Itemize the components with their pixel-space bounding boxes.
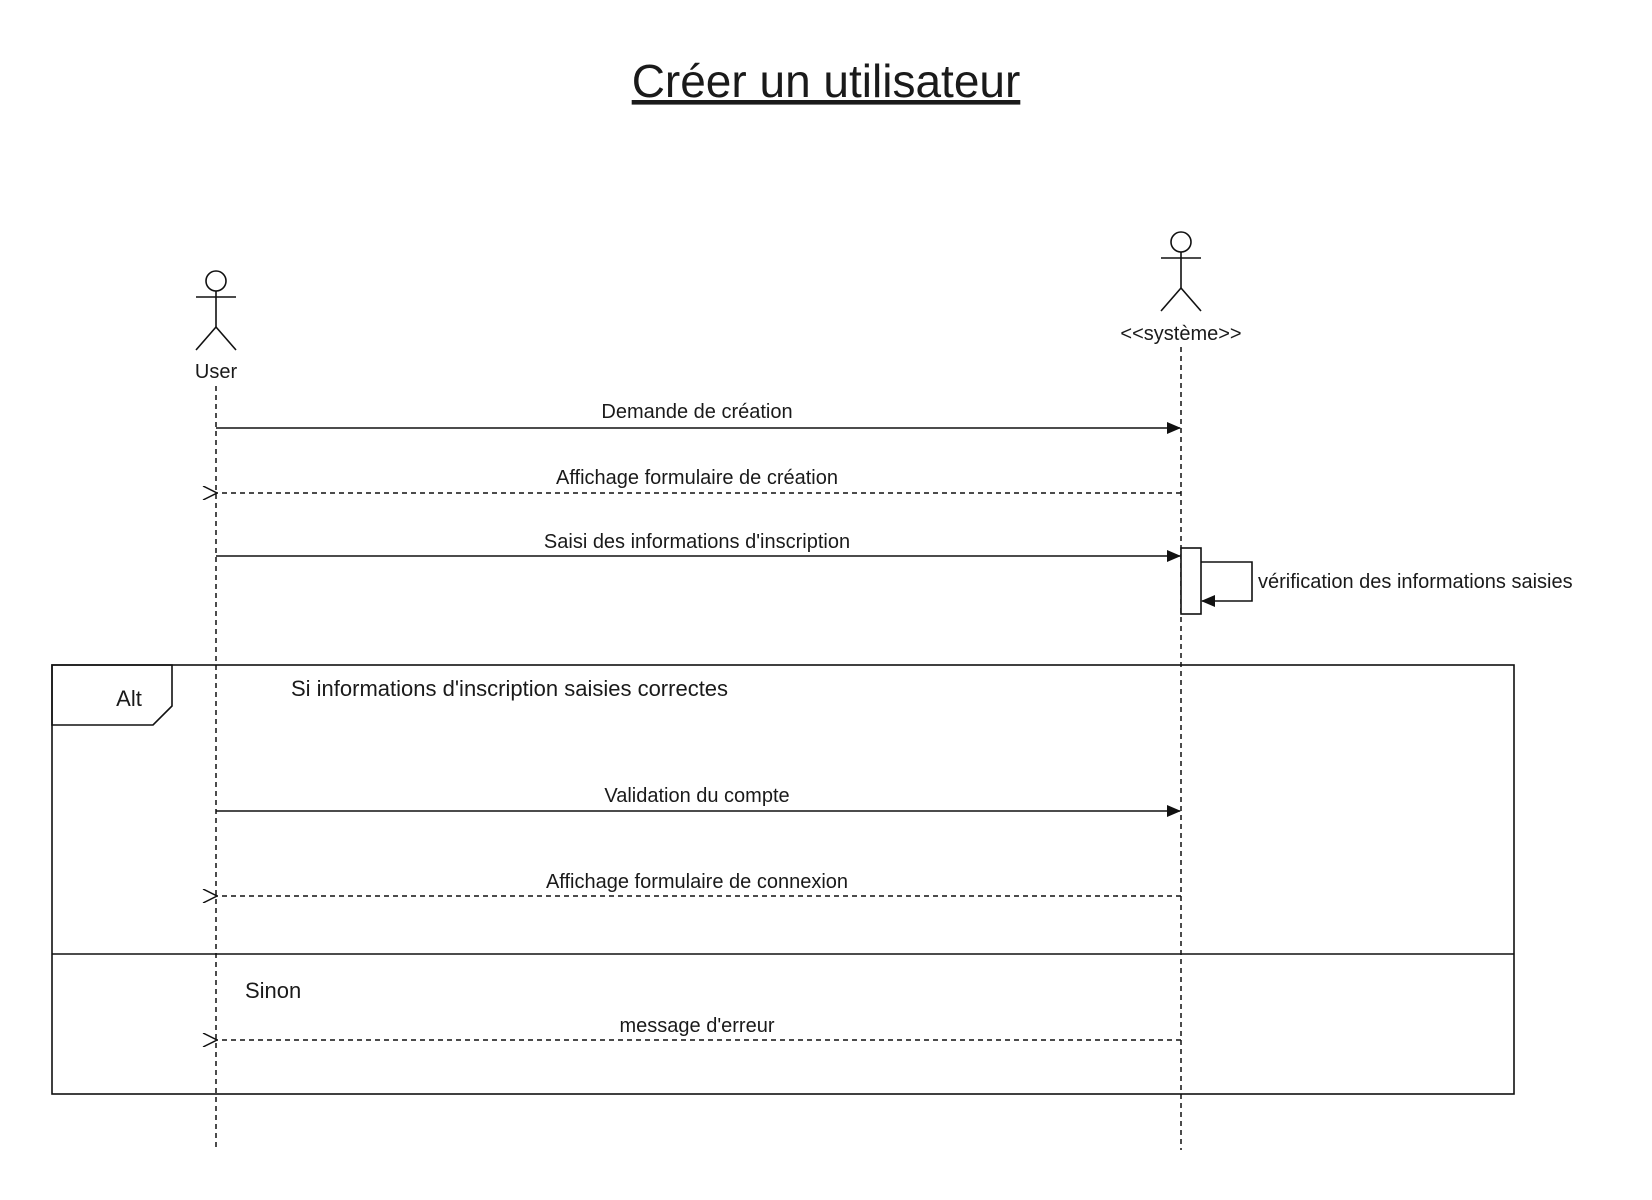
return-label-affichage-creation: Affichage formulaire de création <box>556 467 838 489</box>
alt-operator-tag <box>51 664 173 726</box>
alt-operator-label: Alt <box>116 686 142 711</box>
user-actor-icon <box>195 270 237 351</box>
system-actor-icon <box>1160 231 1202 312</box>
alt-guard-if: Si informations d'inscription saisies co… <box>291 676 728 701</box>
alt-fragment-frame <box>51 664 1515 1095</box>
self-message-label: vérification des informations saisies <box>1258 571 1573 593</box>
self-message-arrow <box>1201 561 1253 607</box>
system-activation-bar <box>1180 547 1202 615</box>
alt-guard-else: Sinon <box>245 978 301 1003</box>
diagram-title: Créer un utilisateur <box>632 55 1021 107</box>
message-label-saisie: Saisi des informations d'inscription <box>544 531 850 553</box>
message-label-demande: Demande de création <box>601 401 792 423</box>
return-label-erreur: message d'erreur <box>620 1015 775 1037</box>
return-label-affichage-connexion: Affichage formulaire de connexion <box>546 871 848 893</box>
user-actor-label: User <box>195 361 238 383</box>
message-label-validation: Validation du compte <box>604 785 789 807</box>
system-actor-label: <<système>> <box>1120 323 1241 345</box>
